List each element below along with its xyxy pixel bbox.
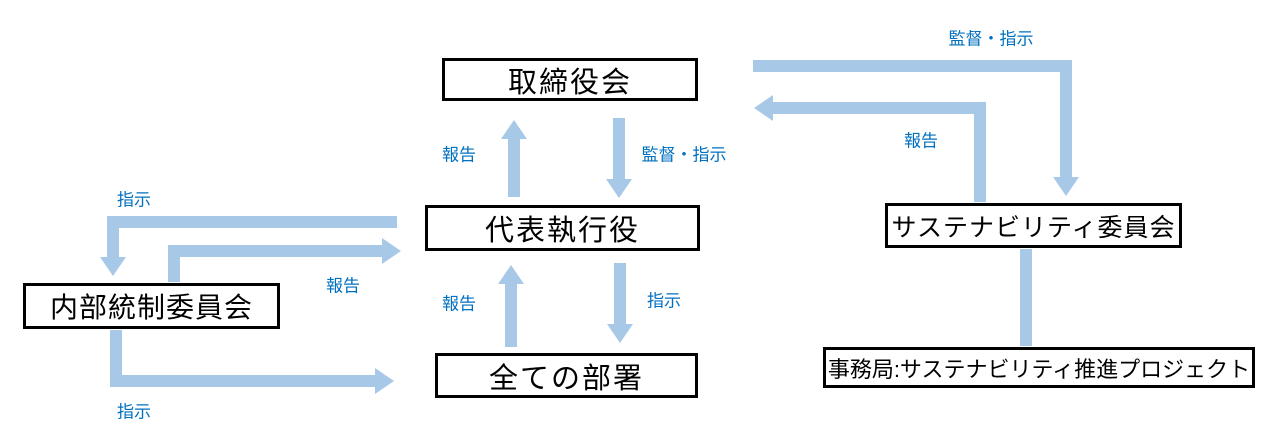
edge-label-supervise-board-to-sustainability: 監督・指示 xyxy=(948,29,1034,49)
edge-label-report-ceo-to-board: 報告 xyxy=(442,145,476,165)
arrow-report-ceo-to-board xyxy=(501,120,527,197)
sustainability-committee-box: サステナビリティ委員会 xyxy=(885,203,1182,248)
arrow-instruct-ceo-to-internal xyxy=(100,216,397,276)
edge-label-instruct-ceo-to-internal: 指示 xyxy=(117,190,151,210)
edge-label-report-sustainability-to-board: 報告 xyxy=(904,131,938,151)
representative-executive-officer-box: 代表執行役 xyxy=(425,205,700,251)
arrow-supervise-board-to-sustainability xyxy=(753,60,1079,196)
arrow-report-sustainability-to-board xyxy=(754,95,986,202)
edge-label-report-depts-to-ceo: 報告 xyxy=(442,294,476,314)
board-of-directors-box: 取締役会 xyxy=(442,58,698,101)
edge-label-report-internal-to-ceo: 報告 xyxy=(326,276,360,296)
internal-control-committee-box: 内部統制委員会 xyxy=(23,283,280,329)
edge-label-instruct-internal-to-depts: 指示 xyxy=(117,402,151,422)
arrow-instruct-ceo-to-depts xyxy=(607,263,633,343)
edge-label-supervise-board-to-ceo: 監督・指示 xyxy=(641,145,727,165)
all-departments-box: 全ての部署 xyxy=(435,353,698,398)
edge-label-instruct-ceo-to-depts: 指示 xyxy=(647,291,681,311)
arrow-instruct-internal-to-depts xyxy=(110,330,394,394)
arrow-supervise-board-to-ceo xyxy=(606,118,632,198)
secretariat-box: 事務局:サステナビリティ推進プロジェクト xyxy=(823,347,1255,388)
arrow-report-depts-to-ceo xyxy=(498,265,524,347)
arrow-report-internal-to-ceo xyxy=(168,238,401,282)
